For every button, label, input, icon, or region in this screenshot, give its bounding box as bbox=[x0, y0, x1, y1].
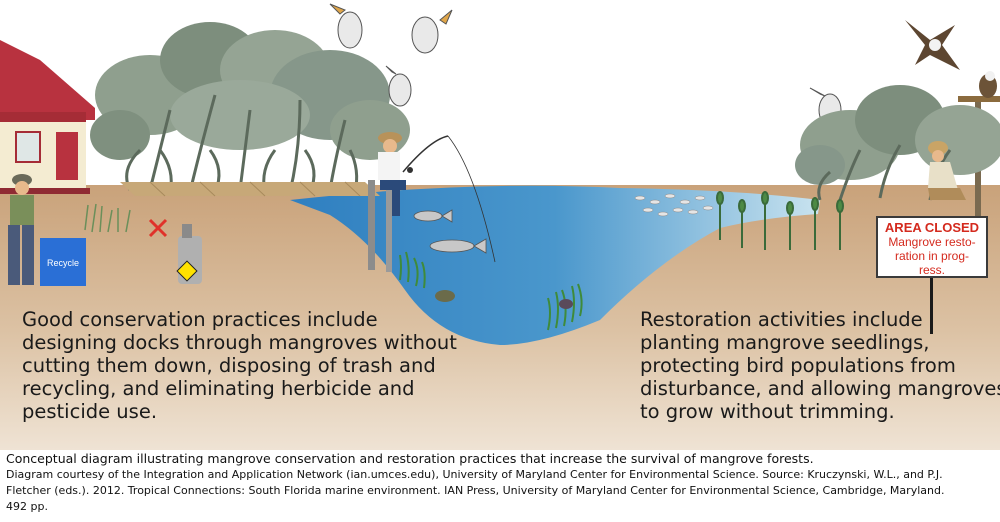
recycle-bin-label: Recycle bbox=[46, 258, 79, 268]
person-recycling-icon bbox=[8, 174, 34, 285]
conservation-practices-text: Good conservation practices include desi… bbox=[22, 308, 457, 423]
sign-body: Mangrove resto- ration in prog- ress. bbox=[878, 235, 986, 277]
text-line: Restoration activities include bbox=[640, 308, 923, 331]
caption-credit-line: Diagram courtesy of the Integration and … bbox=[6, 468, 943, 481]
turtle-icon bbox=[435, 290, 455, 302]
area-closed-sign: AREA CLOSED Mangrove resto- ration in pr… bbox=[876, 216, 988, 278]
fisherman-icon bbox=[378, 132, 496, 263]
text-line: cutting them down, disposing of trash an… bbox=[22, 354, 436, 377]
crab-icon bbox=[559, 299, 573, 309]
text-line: to grow without trimming. bbox=[640, 400, 895, 423]
grass-icon bbox=[84, 203, 131, 233]
text-line: disturbance, and allowing mangroves bbox=[640, 377, 1000, 400]
herbicide-spray-icon bbox=[148, 218, 202, 284]
mangrove-scene bbox=[0, 3, 1000, 450]
seagrass-icon bbox=[399, 251, 583, 331]
seedling-icon bbox=[716, 191, 844, 250]
fish-school-icon bbox=[634, 193, 714, 217]
sign-line: ration in prog- bbox=[894, 249, 970, 263]
text-line: pesticide use. bbox=[22, 400, 158, 423]
text-line: Good conservation practices include bbox=[22, 308, 378, 331]
caption-title: Conceptual diagram illustrating mangrove… bbox=[6, 451, 814, 466]
text-line: planting mangrove seedlings, bbox=[640, 331, 930, 354]
sign-title: AREA CLOSED bbox=[884, 220, 980, 235]
pelican-icon bbox=[329, 3, 842, 127]
sign-line: ress. bbox=[918, 263, 945, 277]
caption-credit-line: Fletcher (eds.). 2012. Tropical Connecti… bbox=[6, 484, 945, 497]
caption-credit-line: 492 pp. bbox=[6, 500, 48, 513]
restoration-activities-text: Restoration activities include planting … bbox=[640, 308, 1000, 423]
water-body bbox=[290, 185, 820, 345]
sign-line: Mangrove resto- bbox=[888, 235, 976, 249]
mangrove-trees-left-icon bbox=[90, 22, 410, 193]
osprey-icon bbox=[905, 20, 960, 70]
text-line: recycling, and eliminating herbicide and bbox=[22, 377, 415, 400]
person-planting-icon bbox=[928, 141, 966, 200]
recycle-bin-icon bbox=[40, 238, 86, 286]
dock-icon bbox=[120, 180, 392, 272]
sign-post-icon bbox=[930, 278, 933, 334]
figure-caption: Conceptual diagram illustrating mangrove… bbox=[6, 451, 996, 515]
caption-credit: Diagram courtesy of the Integration and … bbox=[6, 467, 996, 515]
house-icon bbox=[0, 40, 95, 194]
text-line: designing docks through mangroves withou… bbox=[22, 331, 457, 354]
text-line: protecting bird populations from bbox=[640, 354, 956, 377]
fish-icon bbox=[413, 209, 487, 254]
